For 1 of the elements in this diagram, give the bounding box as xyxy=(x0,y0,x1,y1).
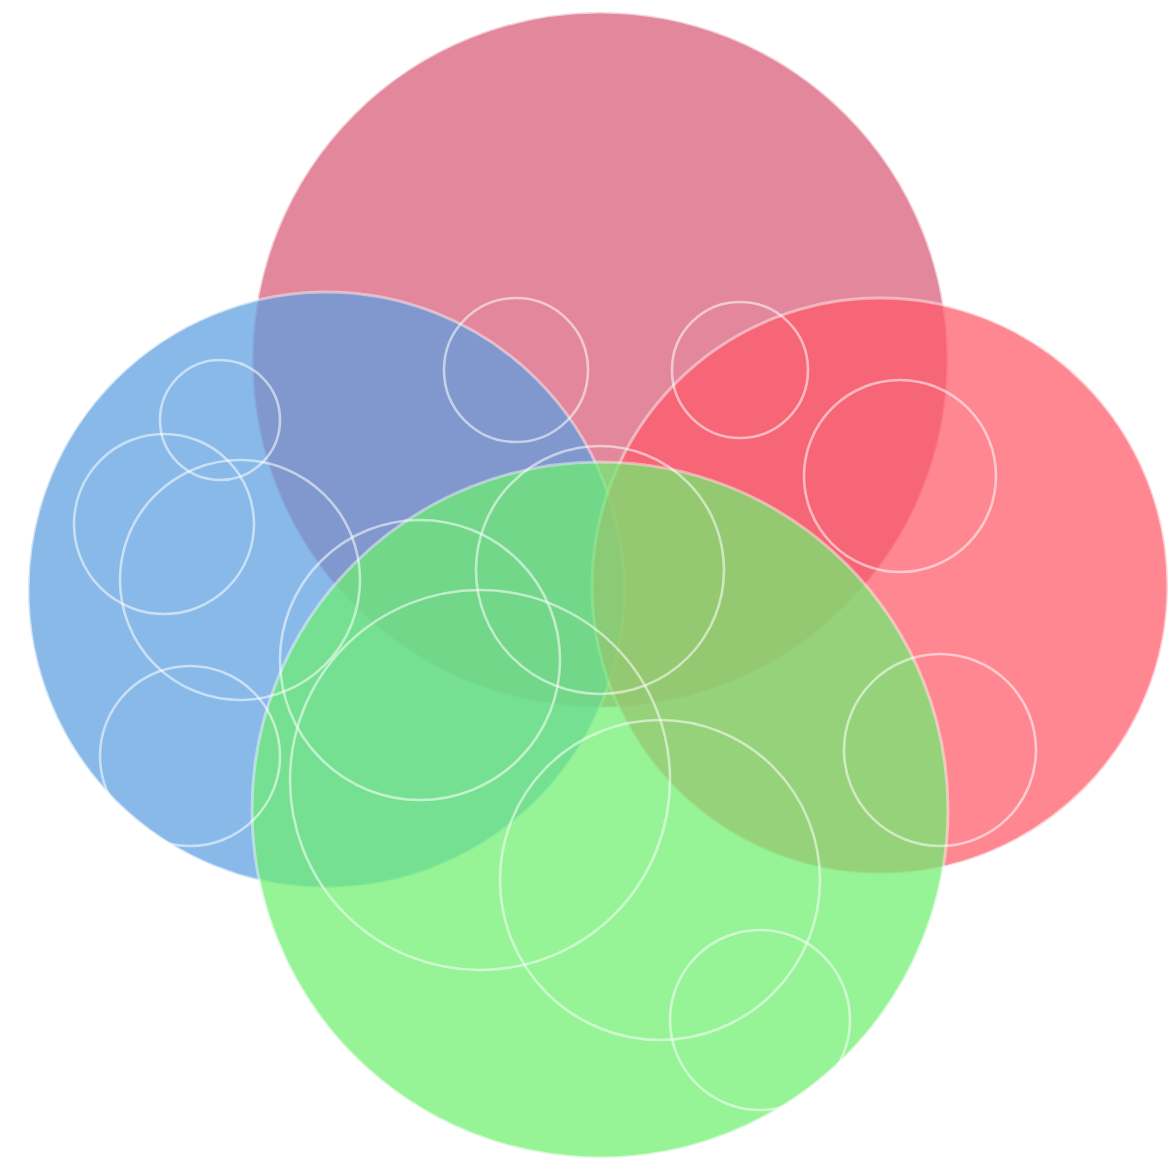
circle-shape xyxy=(250,460,950,1160)
